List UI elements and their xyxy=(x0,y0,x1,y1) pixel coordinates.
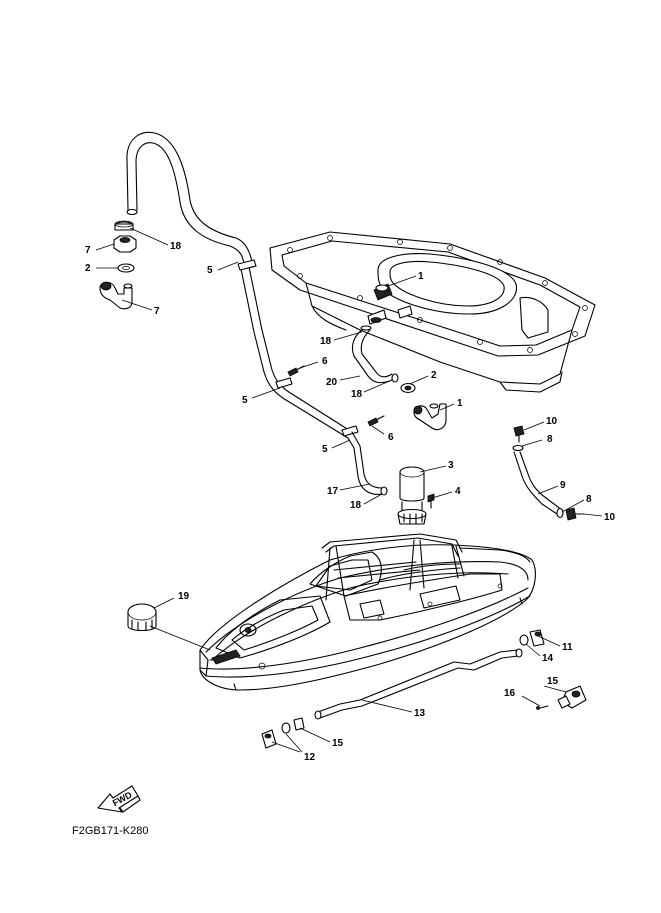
callout-label: 6 xyxy=(388,432,394,443)
callout-label: 3 xyxy=(448,460,454,471)
callout-label: 17 xyxy=(327,486,339,497)
elbow-fitting-7 xyxy=(99,281,133,310)
callout-label: 2 xyxy=(85,263,91,274)
nut-15-bottom xyxy=(293,717,305,731)
callout-label: 2 xyxy=(431,370,437,381)
elbow-fitting-1 xyxy=(413,403,447,431)
callout-label: 16 xyxy=(504,688,516,699)
washer-2-mid xyxy=(400,382,416,394)
screw-16 xyxy=(536,705,549,710)
callout-label: 1 xyxy=(457,398,463,409)
washer-12 xyxy=(281,722,291,734)
bolt-10-bottom xyxy=(565,507,585,521)
leader-lines xyxy=(95,227,603,753)
callout-label: 1 xyxy=(418,271,424,282)
callout-label: 19 xyxy=(178,591,190,602)
diagram-code: F2GB171-K280 xyxy=(72,825,148,837)
nut-7-top xyxy=(113,235,137,253)
callout-label: 18 xyxy=(320,336,332,347)
washer-2-top xyxy=(117,263,135,273)
callout-label: 7 xyxy=(85,245,91,256)
plug-12 xyxy=(261,729,277,749)
hose-clip xyxy=(237,259,359,437)
callout-label: 15 xyxy=(332,738,344,749)
washer-8-top xyxy=(512,444,524,452)
callout-label: 11 xyxy=(562,642,573,653)
callout-label: 4 xyxy=(455,486,461,497)
callout-label: 14 xyxy=(542,653,554,664)
hose-17 xyxy=(347,431,388,496)
fitting-15-right xyxy=(557,685,587,709)
washer-14 xyxy=(519,634,529,646)
callout-label: 10 xyxy=(546,416,558,427)
callout-label: 12 xyxy=(304,752,316,763)
callout-label: 8 xyxy=(547,434,553,445)
callout-label: 13 xyxy=(414,708,426,719)
bolt-10-top xyxy=(513,425,525,443)
callouts: 18 7 2 5 7 1 18 6 20 18 2 1 5 5 6 10 8 3… xyxy=(85,241,616,763)
callout-label: 9 xyxy=(560,480,566,491)
callout-label: 8 xyxy=(586,494,592,505)
bolt-4 xyxy=(427,493,435,509)
plug-11 xyxy=(529,629,545,647)
callout-label: 18 xyxy=(350,500,362,511)
callout-label: 5 xyxy=(242,395,248,406)
vent-hose-loop xyxy=(126,131,253,265)
callout-label: 5 xyxy=(322,444,328,455)
washer-8-bottom xyxy=(556,507,564,519)
callout-label: 5 xyxy=(207,265,213,276)
callout-label: 15 xyxy=(547,676,559,687)
callout-label: 6 xyxy=(322,356,328,367)
canister-3 xyxy=(397,466,427,525)
hose-9 xyxy=(513,451,563,517)
fwd-arrow-icon: FWD xyxy=(97,785,141,813)
callout-label: 7 xyxy=(154,306,160,317)
callout-label: 20 xyxy=(326,377,338,388)
callout-label: 10 xyxy=(604,512,616,523)
fuel-tank xyxy=(269,231,596,393)
boat-hull xyxy=(199,533,536,691)
callout-label: 18 xyxy=(351,389,363,400)
callout-label: 18 xyxy=(170,241,182,252)
cap-19 xyxy=(127,603,157,632)
drain-hose-13 xyxy=(314,648,523,720)
hose-20 xyxy=(351,325,399,384)
clamp-18-top xyxy=(114,220,134,231)
screw-6-lower xyxy=(367,415,385,427)
